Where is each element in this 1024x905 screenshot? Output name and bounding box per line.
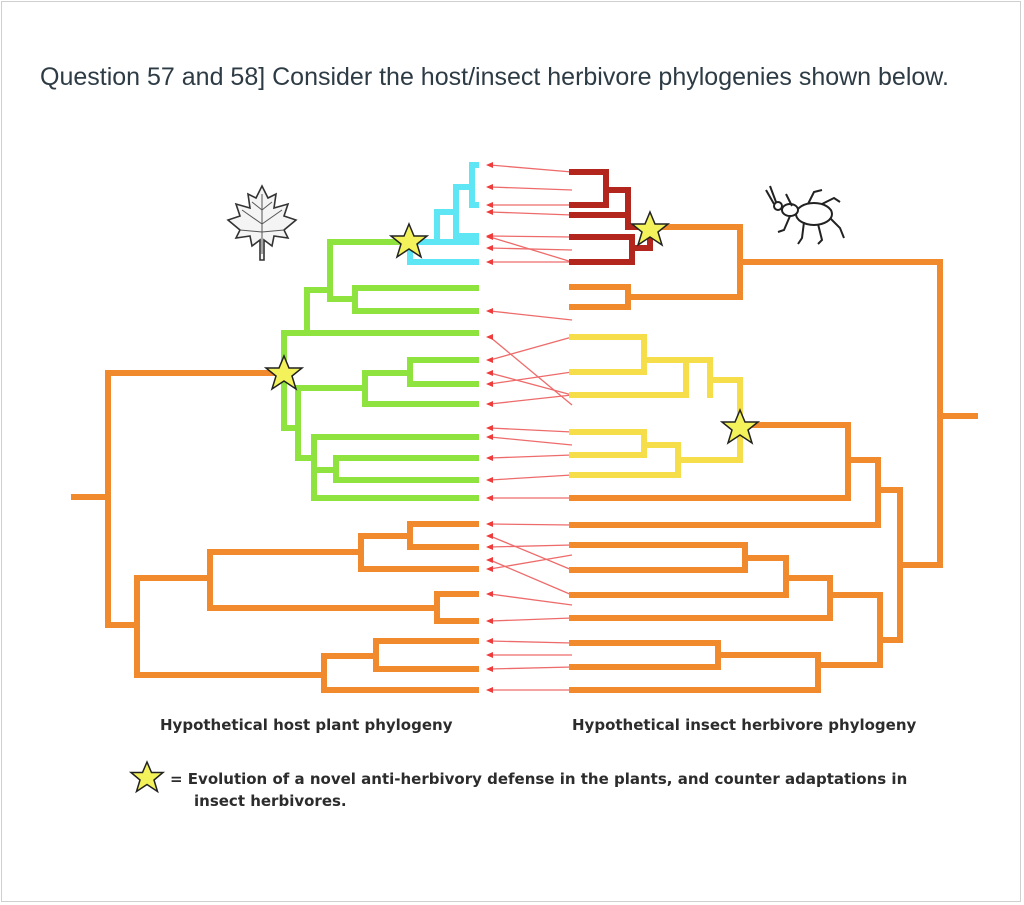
association-arrow (489, 310, 573, 321)
association-arrowhead (486, 591, 493, 597)
association-arrowhead (486, 334, 493, 340)
association-arrow (489, 427, 573, 433)
association-arrow (489, 164, 573, 173)
plant-phylogeny-label: Hypothetical host plant phylogeny (160, 716, 453, 734)
star-icon (719, 408, 761, 445)
association-arrow (489, 336, 573, 406)
association-arrow (489, 523, 573, 526)
association-arrowhead (486, 566, 493, 572)
association-arrowhead (486, 401, 493, 407)
insect-phylogeny-label: Hypothetical insect herbivore phylogeny (572, 716, 917, 734)
star-icon (263, 354, 305, 391)
association-arrowhead (486, 521, 493, 527)
legend-text-line-2: insect herbivores. (194, 792, 347, 810)
association-arrow (489, 235, 573, 238)
association-arrowhead (486, 434, 493, 440)
legend-text-line-1: = Evolution of a novel anti-herbivory de… (170, 770, 907, 788)
association-arrowhead (486, 557, 493, 563)
association-arrow (489, 666, 573, 670)
association-arrowhead (486, 425, 493, 431)
association-arrow (489, 554, 573, 570)
association-arrowhead (486, 234, 493, 240)
association-arrowhead (486, 162, 493, 168)
association-arrowhead (486, 495, 493, 501)
association-arrowhead (486, 357, 493, 363)
association-arrow (489, 454, 573, 459)
association-arrow (489, 211, 573, 216)
insect-phylogeny-tree (569, 169, 978, 693)
association-arrowhead (486, 308, 493, 314)
association-arrowhead (486, 245, 493, 251)
plant-phylogeny-tree (71, 162, 479, 693)
association-arrow (489, 236, 573, 263)
association-arrowhead (486, 370, 493, 376)
association-arrowhead (486, 209, 493, 215)
association-arrowhead (486, 202, 493, 208)
association-arrowhead (486, 455, 493, 461)
association-arrow (489, 474, 573, 481)
association-arrow (489, 544, 573, 548)
association-arrow (489, 617, 573, 622)
association-arrow (489, 394, 573, 405)
maple-leaf-icon (226, 184, 298, 261)
question-text: Question 57 and 58] Consider the host/in… (40, 63, 949, 91)
association-arrowhead (486, 687, 493, 693)
association-arrow (489, 186, 573, 191)
association-arrowhead (486, 184, 493, 190)
defense-stars (263, 210, 761, 445)
association-arrowhead (486, 638, 493, 644)
association-arrow (489, 336, 573, 361)
star-icon (388, 222, 430, 259)
association-arrowhead (486, 544, 493, 550)
association-arrow (489, 436, 573, 446)
star-icon (128, 760, 166, 794)
association-arrowhead (486, 381, 493, 387)
association-arrow (489, 371, 573, 385)
association-arrowhead (486, 477, 493, 483)
association-arrow (489, 535, 573, 571)
association-arrow (489, 559, 573, 596)
association-arrowhead (486, 666, 493, 672)
association-arrowhead (486, 259, 493, 265)
star-icon (629, 210, 671, 247)
host-association-arrows (486, 162, 573, 693)
association-arrow (489, 593, 573, 606)
association-arrow (489, 372, 573, 396)
association-arrowhead (486, 618, 493, 624)
association-arrowhead (486, 652, 493, 658)
association-arrowhead (486, 533, 493, 539)
association-arrow (489, 640, 573, 644)
beetle-icon (765, 185, 845, 245)
